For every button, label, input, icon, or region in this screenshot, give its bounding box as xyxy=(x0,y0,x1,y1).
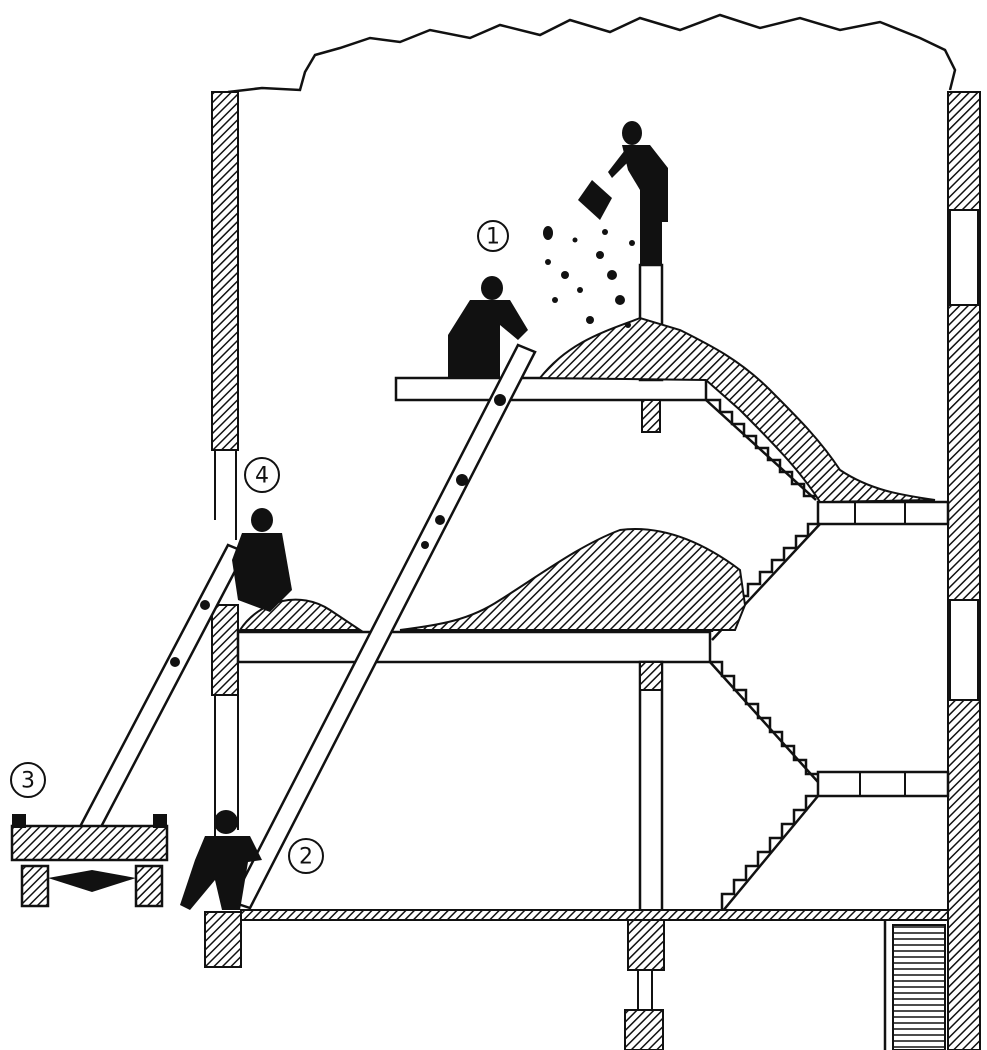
callout-2: 2 xyxy=(289,839,323,873)
dust-cloud-outline xyxy=(228,15,955,92)
middle-landing xyxy=(818,502,948,524)
left-wall-middle xyxy=(212,605,238,695)
debris-pile-top xyxy=(540,318,935,502)
falling-debris xyxy=(543,226,635,328)
ground-stair xyxy=(710,796,818,912)
callout-3: 3 xyxy=(11,763,45,797)
callout-4-label: 4 xyxy=(255,464,269,489)
top-floor-slab xyxy=(396,378,706,400)
middle-footing xyxy=(628,920,664,970)
middle-column xyxy=(640,662,662,912)
debris-chute-secondary xyxy=(72,545,245,848)
left-wall-upper xyxy=(212,92,238,450)
window-upper xyxy=(950,210,978,305)
callout-2-label: 2 xyxy=(299,845,313,870)
lower-landing xyxy=(818,772,948,796)
basement-stair xyxy=(893,925,945,1050)
callout-3-label: 3 xyxy=(21,769,35,794)
window-lower xyxy=(950,600,978,700)
debris-truck xyxy=(12,814,167,906)
middle-floor-slab xyxy=(238,632,710,662)
ground-floor-slab xyxy=(241,910,948,920)
worker-loading-figure xyxy=(232,508,292,612)
callout-1-label: 1 xyxy=(486,225,500,250)
debris-pile-middle xyxy=(400,529,745,630)
callout-4: 4 xyxy=(245,458,279,492)
left-footing xyxy=(205,912,241,967)
callout-1: 1 xyxy=(478,221,508,251)
worker-sledgehammer-figure xyxy=(578,121,668,222)
